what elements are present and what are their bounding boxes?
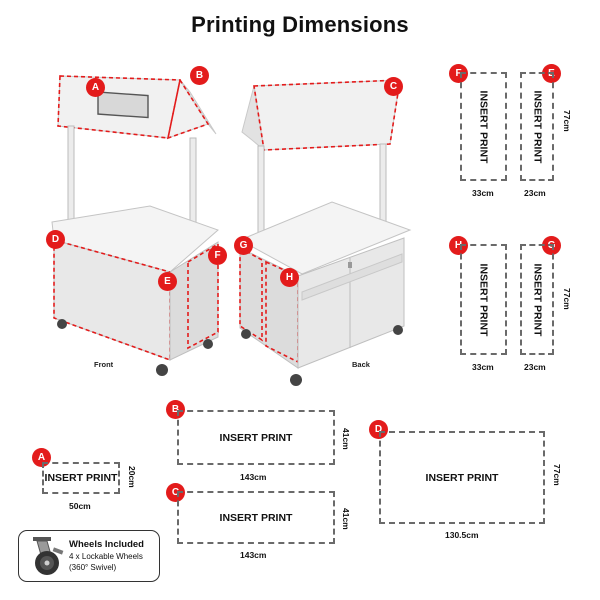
back-cart-illustration [238,79,412,386]
dim-g-width: 23cm [524,362,546,372]
print-area-a: INSERT PRINT [42,462,120,494]
dim-g-height: 77cm [562,288,572,310]
dim-b-width: 143cm [240,472,267,482]
caption-back: Back [352,360,370,369]
print-label-a: INSERT PRINT [44,472,118,484]
front-cart-illustration [51,75,219,376]
marker-h: H [449,236,468,255]
print-area-h: INSERT PRINT [460,244,507,355]
wheels-title: Wheels Included [69,539,144,550]
marker-c-back: C [384,77,403,96]
print-area-f: INSERT PRINT [460,72,507,181]
print-area-e: INSERT PRINT [520,72,554,181]
marker-f-front: F [208,246,227,265]
dim-c-height: 41cm [341,508,351,530]
marker-b-front: B [190,66,209,85]
print-area-g: INSERT PRINT [520,244,554,355]
dim-d-width: 130.5cm [445,530,479,540]
dim-e-width: 23cm [524,188,546,198]
page-title: Printing Dimensions [191,12,409,37]
dim-f-width: 33cm [472,188,494,198]
wheels-line2: (360° Swivel) [69,563,117,572]
print-label-d: INSERT PRINT [425,471,499,484]
caption-front: Front [94,360,114,369]
print-label-c: INSERT PRINT [219,511,293,524]
dim-b-height: 41cm [341,428,351,450]
marker-d-front: D [46,230,65,249]
print-label-f: INSERT PRINT [477,90,490,163]
marker-b: B [166,400,185,419]
caster-wheel-icon [33,537,64,575]
print-area-b: INSERT PRINT [177,410,335,465]
print-label-b: INSERT PRINT [219,431,293,444]
print-label-e: INSERT PRINT [531,90,544,163]
dim-c-width: 143cm [240,550,267,560]
marker-h-back: H [280,268,299,287]
marker-f: F [449,64,468,83]
dim-a-width: 50cm [69,501,91,511]
dim-h-width: 33cm [472,362,494,372]
marker-e-front: E [158,272,177,291]
print-area-d: INSERT PRINT [379,431,545,524]
print-area-c: INSERT PRINT [177,491,335,544]
wheels-line1: 4 x Lockable Wheels [69,552,143,561]
marker-g-back: G [234,236,253,255]
print-label-h: INSERT PRINT [477,263,490,336]
dim-d-height: 77cm [552,464,562,486]
dim-e-height: 77cm [562,110,572,132]
marker-a-front: A [86,78,105,97]
print-label-g: INSERT PRINT [531,263,544,336]
marker-d: D [369,420,388,439]
dim-a-height: 20cm [127,466,137,488]
marker-c: C [166,483,185,502]
wheels-info-box: Wheels Included 4 x Lockable Wheels (360… [18,530,160,582]
